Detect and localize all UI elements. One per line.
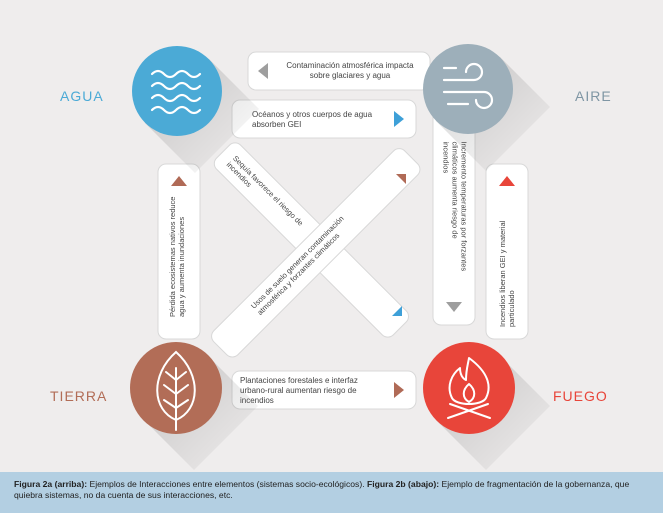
text-aire-to-agua: Contaminación atmosférica impacta sobre … <box>286 61 414 80</box>
leaf-icon <box>156 350 196 431</box>
text-tierra-to-fuego: Plantaciones forestales e interfaz urban… <box>240 376 358 405</box>
arrow-right-brown <box>394 382 404 398</box>
label-agua: AGUA <box>60 88 104 104</box>
caption-fig-a-text: Ejemplos de Interacciones entre elemento… <box>87 479 367 489</box>
arrow-up-brown <box>171 176 187 186</box>
caption-fig-b-text: Ejemplo de fragmentación de la gobernanz… <box>14 479 630 500</box>
node-aire <box>423 44 550 171</box>
text-fuego-to-aire: Incendios liberan GEI y material particu… <box>498 220 516 327</box>
fire-icon <box>447 357 491 419</box>
text-tierra-to-agua: Pérdida ecosistemas nativos reduce agua … <box>168 196 186 317</box>
arrow-up-red <box>499 176 515 186</box>
arrow-left-grey <box>258 63 268 79</box>
caption-fig-b-label: Figura 2b (abajo): <box>366 479 440 489</box>
arrow-diag-blue <box>392 306 402 316</box>
figure-caption: Figura 2a (arriba): Ejemplos de Interacc… <box>0 472 663 513</box>
water-waves-icon <box>150 69 202 115</box>
text-agua-to-aire: Océanos y otros cuerpos de agua absorben… <box>252 110 373 129</box>
caption-fig-a-label: Figura 2a (arriba): <box>14 479 88 489</box>
arrow-down-grey <box>446 302 462 312</box>
node-agua <box>132 46 259 173</box>
label-tierra: TIERRA <box>50 388 108 404</box>
text-aire-to-fuego: Incremento temperaturas por forzantes cl… <box>441 141 469 272</box>
box-tierra-aire <box>211 148 421 358</box>
node-tierra <box>130 342 258 470</box>
wind-icon <box>442 62 494 110</box>
box-tierra-agua <box>157 163 201 340</box>
arrow-right-blue <box>394 111 404 127</box>
arrow-diag-brown <box>396 174 406 184</box>
label-aire: AIRE <box>575 88 612 104</box>
box-fuego-aire <box>485 163 529 340</box>
node-fuego <box>423 342 550 470</box>
caption-text: Figura 2a (arriba): Ejemplos de Interacc… <box>14 479 654 501</box>
label-fuego: FUEGO <box>553 388 608 404</box>
